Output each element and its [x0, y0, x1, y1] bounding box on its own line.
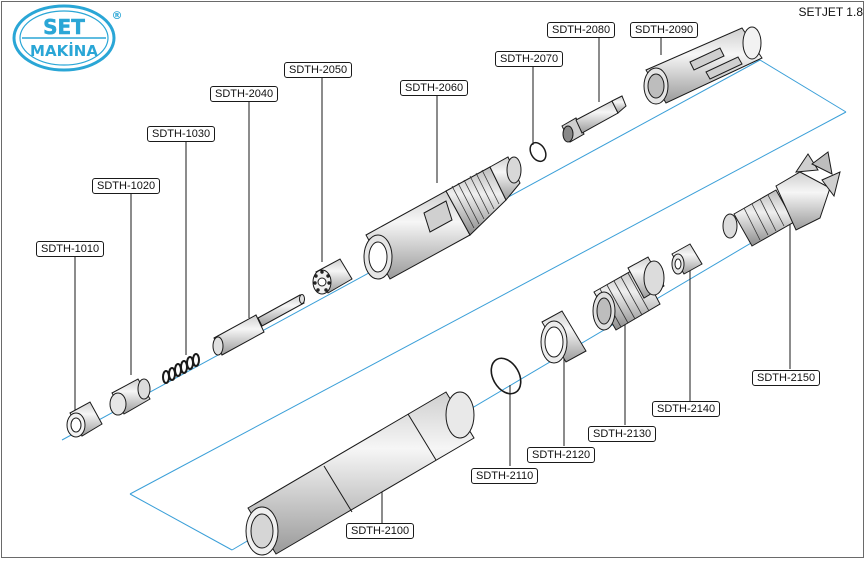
model-label: SETJET 1.8: [798, 5, 863, 19]
callout-sdth-2070: SDTH-2070: [495, 51, 564, 67]
part-sdth-2140: [671, 243, 703, 275]
callout-sdth-2100: SDTH-2100: [346, 523, 415, 539]
part-sdth-2120: [540, 310, 587, 364]
callout-sdth-2050: SDTH-2050: [284, 62, 353, 78]
part-sdth-2060: [363, 156, 522, 280]
part-sdth-2090: [643, 26, 763, 105]
part-sdth-1020: [109, 378, 151, 416]
company-logo: SET MAKİNA ®: [12, 4, 123, 72]
part-sdth-2070: [529, 141, 547, 163]
registered-mark: ®: [112, 9, 123, 22]
callout-sdth-2040: SDTH-2040: [210, 86, 279, 102]
part-sdth-2080: [561, 95, 627, 143]
part-sdth-2150: [722, 151, 841, 247]
part-sdth-2110: [490, 357, 522, 395]
callout-sdth-2110: SDTH-2110: [471, 468, 539, 484]
part-sdth-1030: [162, 353, 200, 384]
callout-sdth-1010: SDTH-1010: [36, 241, 105, 257]
callout-sdth-2060: SDTH-2060: [400, 80, 469, 96]
callout-sdth-1030: SDTH-1030: [147, 126, 216, 142]
callout-sdth-2140: SDTH-2140: [652, 401, 721, 417]
callout-sdth-2130: SDTH-2130: [588, 426, 657, 442]
callout-sdth-1020: SDTH-1020: [92, 178, 161, 194]
logo-line2: MAKİNA: [30, 41, 98, 60]
logo-line1: SET: [43, 15, 85, 39]
part-sdth-2040: [212, 294, 305, 356]
part-sdth-2130: [592, 256, 665, 331]
callout-sdth-2090: SDTH-2090: [630, 22, 699, 38]
part-sdth-2100: [245, 391, 475, 556]
callout-sdth-2150: SDTH-2150: [752, 370, 821, 386]
callout-sdth-2080: SDTH-2080: [547, 22, 616, 38]
callout-sdth-2120: SDTH-2120: [527, 447, 596, 463]
part-sdth-2050: [312, 258, 353, 295]
part-sdth-1010: [66, 401, 103, 438]
